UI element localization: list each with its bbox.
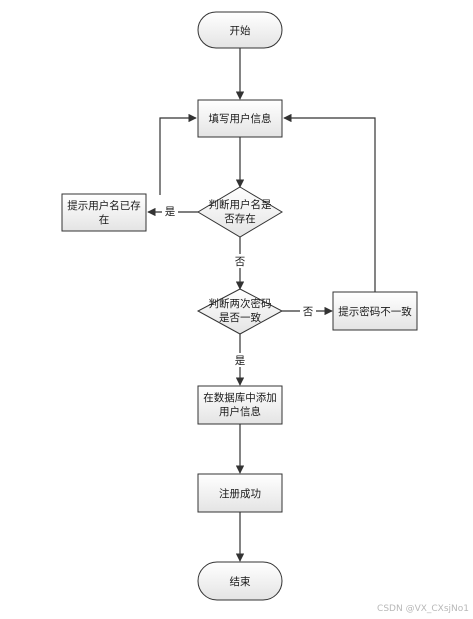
node-success: 注册成功 [197,473,283,513]
node-success-label: 注册成功 [219,487,261,500]
node-end-label: 结束 [230,575,251,588]
node-pwd-mismatch: 提示密码不一致 [332,291,418,331]
edge-exists-to-fill [159,113,197,195]
node-fill-info-label: 填写用户信息 [209,112,272,125]
node-start: 开始 [197,11,283,49]
node-add-db-label-line2: 用户信息 [219,405,261,418]
edge-label-yes-pwd: 是 [235,355,246,367]
node-start-label: 开始 [230,24,251,37]
edge-mismatch-to-fill [283,113,376,292]
node-add-db: 在数据库中添加 用户信息 [197,385,283,425]
node-add-db-label-line1: 在数据库中添加 [203,391,277,404]
edge-label-no-user: 否 [235,256,246,268]
node-end: 结束 [197,561,283,601]
node-fill-info: 填写用户信息 [197,99,283,138]
edge-labels: 是 否 否 是 [162,204,316,367]
edge-label-yes-user: 是 [165,206,176,218]
node-pwd-mismatch-label: 提示密码不一致 [338,305,412,318]
node-user-exists: 提示用户名已存 在 [61,193,147,232]
node-check-pwd-label-line2: 是否一致 [219,311,261,324]
watermark: CSDN @VX_CXsjNo1 [377,604,469,614]
edge-label-no-pwd: 否 [303,306,314,318]
node-check-user: 判断用户名是 否存在 [197,186,283,238]
node-check-pwd-label-line1: 判断两次密码 [209,297,272,310]
node-user-exists-label-line1: 提示用户名已存 [67,199,141,212]
node-check-pwd: 判断两次密码 是否一致 [196,288,284,335]
node-check-user-label-line1: 判断用户名是 [209,198,272,211]
node-user-exists-label-line2: 在 [99,214,110,226]
node-check-user-label-line2: 否存在 [224,212,256,225]
